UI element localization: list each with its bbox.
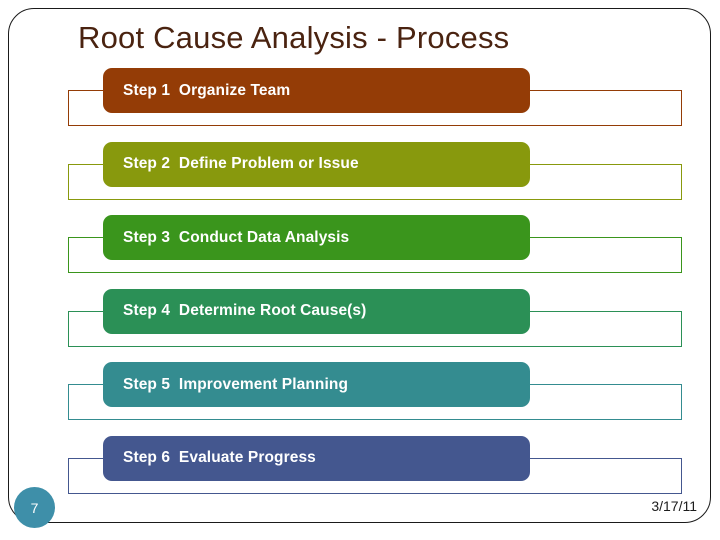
step-label-5: Step 5 Improvement Planning [123, 375, 349, 393]
page-number-value: 7 [30, 499, 39, 516]
process-step-1[interactable]: Step 1 Organize Team [0, 66, 720, 140]
process-step-3[interactable]: Step 3 Conduct Data Analysis [0, 213, 720, 287]
process-step-list: Step 1 Organize Team Step 2 Define Probl… [0, 66, 720, 507]
step-label-1: Step 1 Organize Team [123, 81, 291, 99]
step-bar-5[interactable]: Step 5 Improvement Planning [103, 362, 530, 407]
process-step-2[interactable]: Step 2 Define Problem or Issue [0, 140, 720, 214]
step-label-2: Step 2 Define Problem or Issue [123, 155, 359, 172]
page-title: Root Cause Analysis - Process [78, 20, 510, 55]
step-label-4: Step 4 Determine Root Cause(s) [123, 302, 367, 319]
process-step-5[interactable]: Step 5 Improvement Planning [0, 360, 720, 434]
step-bar-2[interactable]: Step 2 Define Problem or Issue [103, 141, 530, 187]
slide-date: 3/17/11 [651, 498, 697, 514]
process-step-4[interactable]: Step 4 Determine Root Cause(s) [0, 287, 720, 361]
step-bar-3[interactable]: Step 3 Conduct Data Analysis [103, 215, 530, 260]
step-bar-1[interactable]: Step 1 Organize Team [103, 68, 530, 113]
page-number-badge: 7 [14, 487, 55, 528]
step-bar-6[interactable]: Step 6 Evaluate Progress [103, 435, 530, 481]
step-label-3: Step 3 Conduct Data Analysis [123, 228, 350, 246]
step-bar-4[interactable]: Step 4 Determine Root Cause(s) [103, 288, 530, 334]
step-label-6: Step 6 Evaluate Progress [123, 449, 316, 466]
process-step-6[interactable]: Step 6 Evaluate Progress [0, 434, 720, 508]
